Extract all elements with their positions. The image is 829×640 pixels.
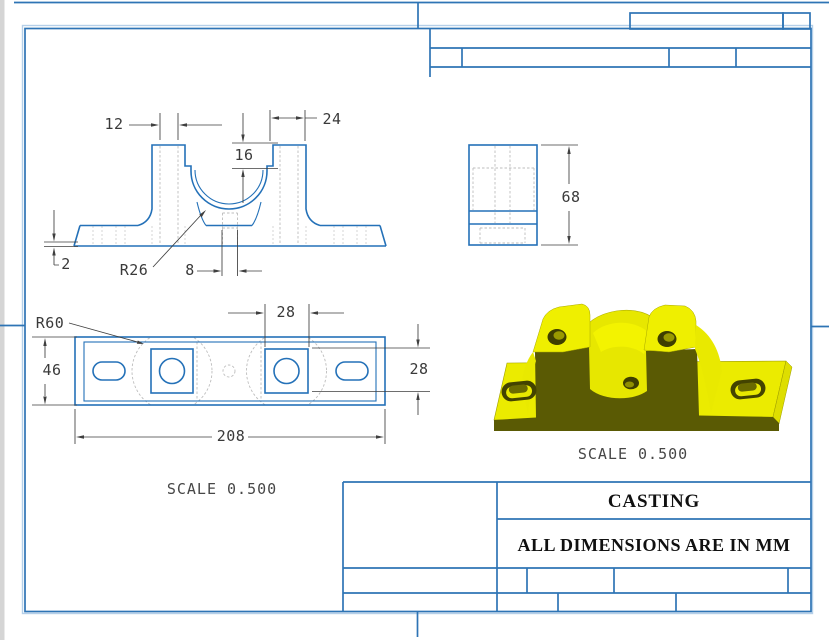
dim-front-seat-depth: 16 — [234, 146, 253, 164]
iso-center-hole — [623, 376, 639, 390]
revision-table — [429, 12, 811, 77]
dim-front-boss-width: 24 — [322, 110, 341, 128]
iso-left-boss-hole — [547, 329, 567, 345]
viewport-edge-strip — [0, 0, 5, 640]
title-block-part-name: CASTING — [608, 491, 700, 512]
iso-left-boss-cap — [532, 303, 591, 353]
iso-right-slot — [730, 378, 766, 400]
side-view: 68 — [468, 144, 580, 246]
iso-right-flank — [695, 325, 722, 413]
iso-right-boss-cap — [643, 304, 697, 353]
dim-front-bore-radius: R26 — [120, 261, 149, 279]
side-view-outline — [468, 144, 538, 246]
iso-front-faces — [494, 346, 779, 431]
dim-top-boss-side: 28 — [409, 360, 428, 378]
iso-left-slot — [501, 380, 537, 402]
dim-top-radius: R60 — [36, 314, 65, 332]
top-view-hidden-lines — [131, 337, 327, 405]
dim-top-boss: 28 — [276, 303, 295, 321]
side-view-dimensions: 68 — [541, 144, 580, 246]
iso-saddle-bore-highlight — [593, 322, 651, 354]
iso-view-scale-label: SCALE 0.500 — [578, 445, 688, 463]
title-block: CASTING ALL DIMENSIONS ARE IN MM — [342, 481, 811, 612]
top-view: 28 28 46 208 R60 SCALE 0.500 — [32, 303, 430, 498]
front-view: 12 24 16 2 R26 8 — [44, 110, 387, 279]
top-view-scale-label: SCALE 0.500 — [167, 480, 277, 498]
front-view-hidden-lines — [92, 146, 367, 245]
side-view-hidden-lines — [472, 146, 535, 244]
top-view-dimensions: 28 28 46 208 R60 — [32, 303, 430, 445]
dim-front-wall: 12 — [104, 115, 123, 133]
front-view-dimensions: 12 24 16 2 R26 8 — [44, 110, 341, 279]
title-block-units-note: ALL DIMENSIONS ARE IN MM — [517, 535, 790, 555]
dim-side-height: 68 — [561, 188, 580, 206]
dim-front-pad: 2 — [61, 255, 71, 273]
dim-front-hole: 8 — [185, 261, 195, 279]
dim-top-length: 208 — [217, 427, 246, 445]
top-view-outline — [74, 336, 386, 406]
iso-view: SCALE 0.500 — [493, 303, 793, 463]
iso-right-boss-hole — [657, 331, 677, 347]
dim-top-width: 46 — [42, 361, 61, 379]
